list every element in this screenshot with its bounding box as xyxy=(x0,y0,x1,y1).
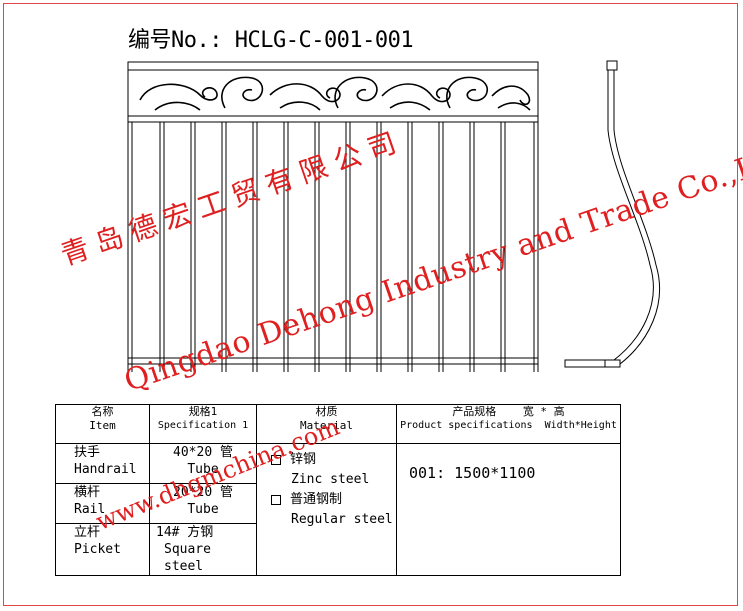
item-cell: 扶手 Handrail xyxy=(55,443,150,484)
header-product-en: Product specifications xyxy=(400,420,533,431)
middle-rail xyxy=(127,115,539,123)
item-en: Handrail xyxy=(74,462,137,477)
spec-en: Tube xyxy=(187,462,219,477)
item-en: Picket xyxy=(74,542,121,557)
table-row: 横杆 Rail 20*20 管 Tube xyxy=(55,483,621,524)
table-row: 立杆 Picket 14# 方钢 Square steel xyxy=(55,523,621,576)
page-frame xyxy=(3,3,738,606)
spec-cn: 14# 方钢 xyxy=(156,525,214,540)
header-product-size-cn: 宽 * 高 xyxy=(522,405,565,418)
regular-steel-checkbox[interactable] xyxy=(271,495,281,505)
table-row: 扶手 Handrail 40*20 管 Tube 锌钢 Zinc steel 普… xyxy=(55,443,621,576)
table-header-row: 名称 Item 规格1 Specification 1 材质 Material … xyxy=(55,404,621,444)
scroll-ornament xyxy=(139,76,531,111)
pickets xyxy=(127,122,539,372)
header-item-en: Item xyxy=(89,419,116,432)
spec-en: Square steel xyxy=(164,542,211,574)
material-zinc-en: Zinc steel xyxy=(291,472,370,487)
product-size-cell: 001: 1500*1100 xyxy=(396,443,621,576)
item-cn: 扶手 xyxy=(74,445,101,460)
spec-cell: 14# 方钢 Square steel xyxy=(149,523,257,576)
header-spec: 规格1 Specification 1 xyxy=(149,404,257,444)
material-regular-en: Regular steel xyxy=(291,512,393,527)
header-product-size-en: Width*Height xyxy=(544,420,617,431)
item-cell: 立杆 Picket xyxy=(55,523,150,576)
drawing-code: 编号No.: HCLG-C-001-001 xyxy=(128,28,414,53)
item-en: Rail xyxy=(74,502,106,517)
header-item-cn: 名称 xyxy=(91,405,114,418)
header-spec-cn: 规格1 xyxy=(188,405,218,418)
side-profile-view xyxy=(564,60,661,368)
header-material-en: Material xyxy=(300,419,353,432)
spec-cn: 20*20 管 xyxy=(173,485,233,500)
item-cn: 横杆 xyxy=(74,485,101,500)
scroll-panel xyxy=(127,69,539,117)
header-spec-en: Specification 1 xyxy=(157,420,249,431)
header-product-cn: 产品规格 xyxy=(452,405,497,418)
item-cn: 立杆 xyxy=(74,525,101,540)
spec-table: 名称 Item 规格1 Specification 1 材质 Material … xyxy=(55,404,621,576)
bottom-rail xyxy=(127,357,539,365)
material-regular-cn: 普通钢制 xyxy=(290,492,343,507)
zinc-steel-checkbox[interactable] xyxy=(271,455,281,465)
top-handrail xyxy=(127,61,539,71)
header-item: 名称 Item xyxy=(55,404,150,444)
spec-cn: 40*20 管 xyxy=(173,445,233,460)
spec-en: Tube xyxy=(187,502,219,517)
material-cell: 锌钢 Zinc steel 普通钢制 Regular steel xyxy=(256,443,397,576)
header-material: 材质 Material xyxy=(256,404,397,444)
spec-cell: 20*20 管 Tube xyxy=(149,483,257,524)
header-material-cn: 材质 xyxy=(315,405,338,418)
header-product: 产品规格 宽 * 高 Product specifications Width*… xyxy=(396,404,621,444)
material-zinc-cn: 锌钢 xyxy=(290,452,317,467)
